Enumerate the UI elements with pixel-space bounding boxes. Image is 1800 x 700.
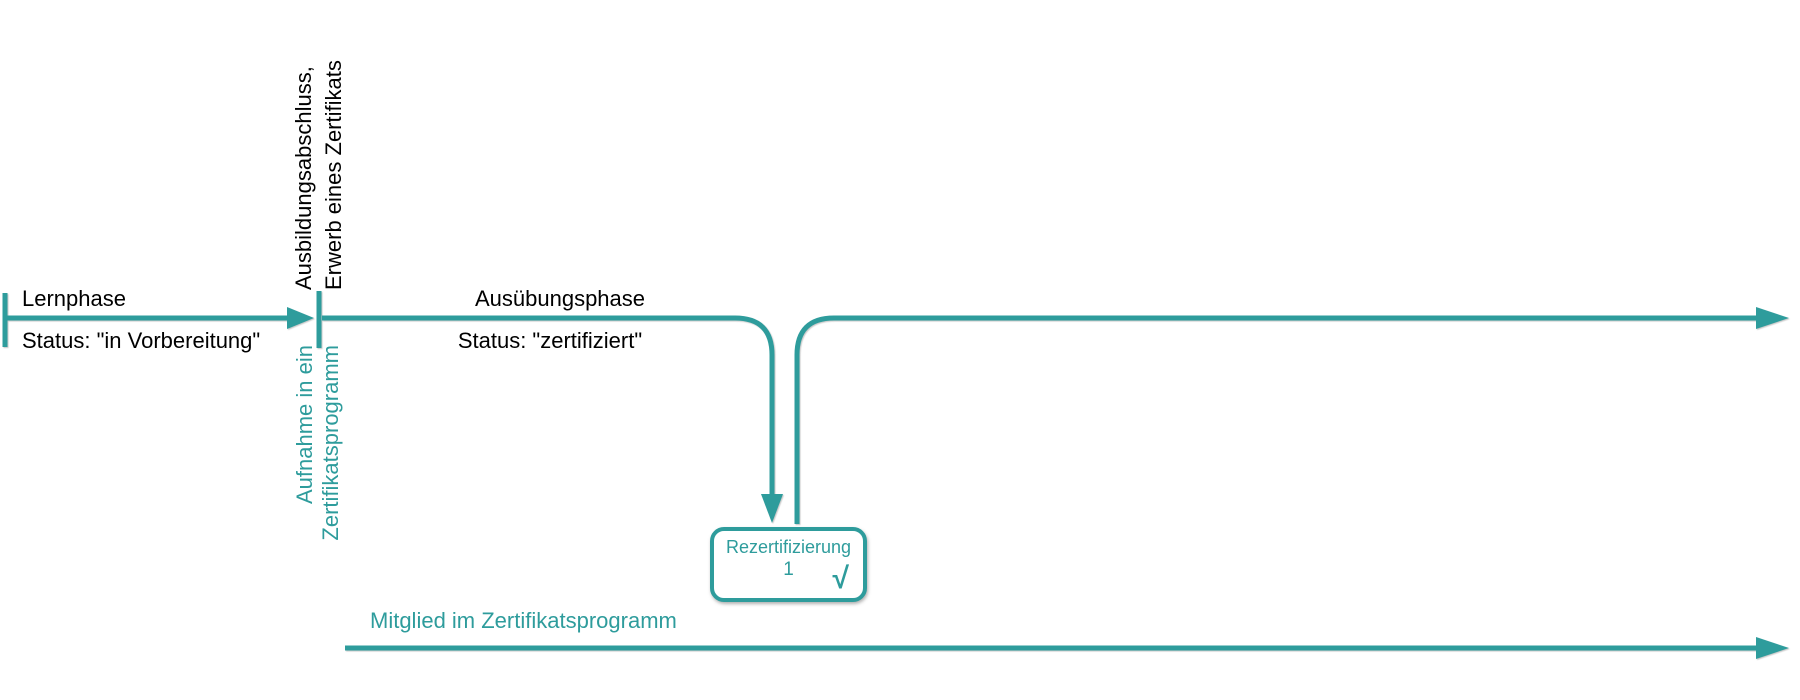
- program-entry-line2: Zertifikatsprogramm: [318, 345, 343, 541]
- phase2-down-arrowhead-icon: [761, 494, 783, 523]
- phase1-arrowhead-icon: [287, 307, 314, 329]
- phase2-continuation-line: [794, 315, 1757, 524]
- program-entry-label: Aufnahme in ein Zertifikatsprogramm: [292, 345, 344, 565]
- phase2-arrow-line: [322, 315, 775, 496]
- milestone-start-line1: Ausbildungsabschluss,: [291, 66, 316, 290]
- recertification-number: 1: [783, 559, 794, 580]
- milestone-start-label: Ausbildungsabschluss, Erwerb eines Zerti…: [289, 20, 349, 290]
- phase2-status: Status: "zertifiziert": [457, 328, 643, 353]
- membership-label: Mitglied im Zertifikatsprogramm: [370, 608, 677, 633]
- membership-arrowhead-icon: [1756, 637, 1789, 659]
- phase2-right-arrowhead-icon: [1756, 307, 1789, 329]
- recertification-box: Rezertifizierung 1 √: [710, 527, 867, 602]
- recertification-title: Rezertifizierung: [725, 537, 852, 557]
- phase1-status: Status: "in Vorbereitung": [22, 328, 261, 353]
- program-entry-line1: Aufnahme in ein: [292, 345, 317, 504]
- phase2-label: Ausübungsphase: [474, 286, 646, 311]
- milestone-start-line2: Erwerb eines Zertifikats: [321, 60, 346, 290]
- recertification-number-row: 1 √: [714, 558, 863, 594]
- phase1-label: Lernphase: [22, 286, 126, 311]
- checkmark-icon: √: [832, 562, 849, 595]
